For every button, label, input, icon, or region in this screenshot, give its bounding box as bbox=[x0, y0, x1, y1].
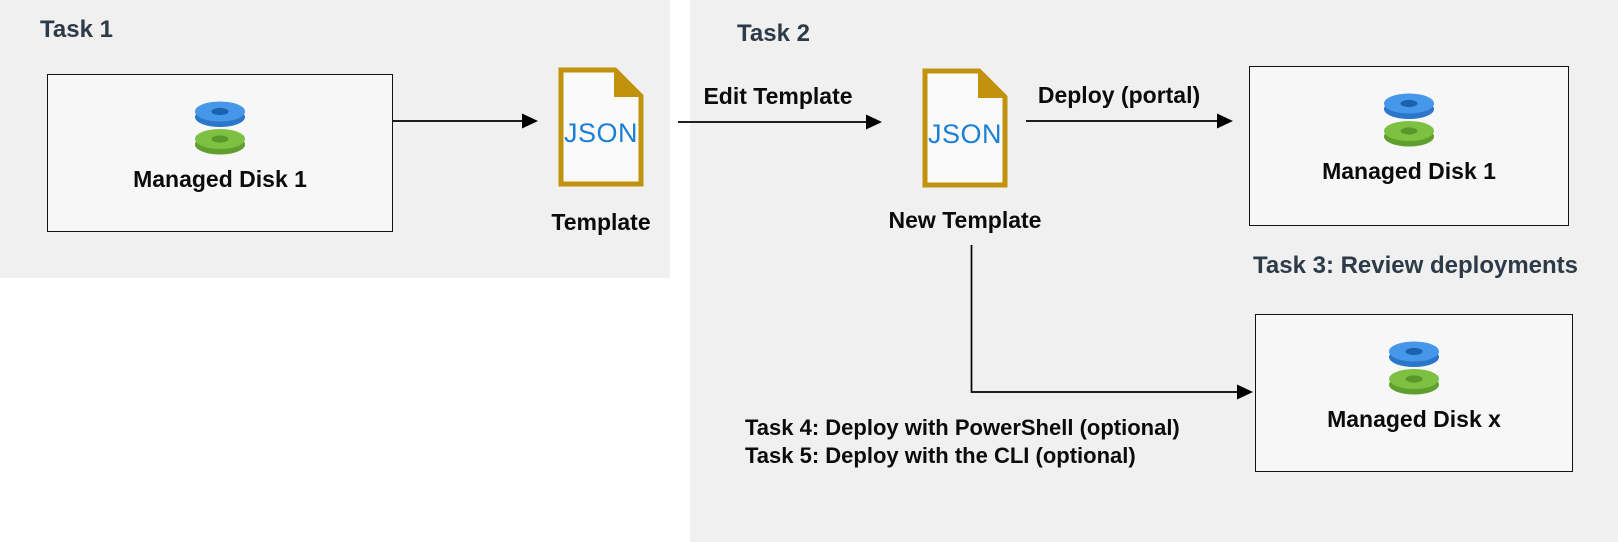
new-template-json-file: JSON New Template bbox=[889, 67, 1041, 233]
managed-disk-x-label: Managed Disk x bbox=[1327, 406, 1501, 432]
json-file-text: JSON bbox=[927, 119, 1003, 149]
task5-line: Task 5: Deploy with the CLI (optional) bbox=[745, 443, 1136, 468]
task2-heading: Task 2 bbox=[737, 20, 810, 47]
managed-disk-icon bbox=[1389, 341, 1439, 395]
json-file-icon bbox=[922, 68, 1008, 188]
template-json-file: JSON Template bbox=[551, 66, 651, 235]
managed-disk-icon bbox=[195, 101, 245, 155]
new-template-label: New Template bbox=[888, 207, 1042, 233]
task4-line: Task 4: Deploy with PowerShell (optional… bbox=[745, 415, 1180, 440]
managed-disk-1-deployed-label: Managed Disk 1 bbox=[1322, 158, 1496, 184]
edit-template-arrow-label: Edit Template bbox=[703, 83, 853, 109]
json-file-icon bbox=[558, 67, 644, 187]
task1-heading: Task 1 bbox=[40, 16, 113, 43]
managed-disk-1-deployed-box: Managed Disk 1 bbox=[1249, 66, 1569, 226]
json-file-text: JSON bbox=[563, 118, 639, 148]
task4-task5-text: Task 4: Deploy with PowerShell (optional… bbox=[745, 414, 1180, 470]
task3-heading: Task 3: Review deployments bbox=[1253, 252, 1579, 279]
managed-disk-1-label: Managed Disk 1 bbox=[133, 166, 307, 192]
deploy-portal-arrow-label: Deploy (portal) bbox=[1037, 82, 1201, 108]
template-label: Template bbox=[551, 209, 651, 235]
managed-disk-x-box: Managed Disk x bbox=[1255, 314, 1573, 472]
managed-disk-icon bbox=[1384, 93, 1434, 147]
managed-disk-1-source-box: Managed Disk 1 bbox=[47, 74, 393, 232]
